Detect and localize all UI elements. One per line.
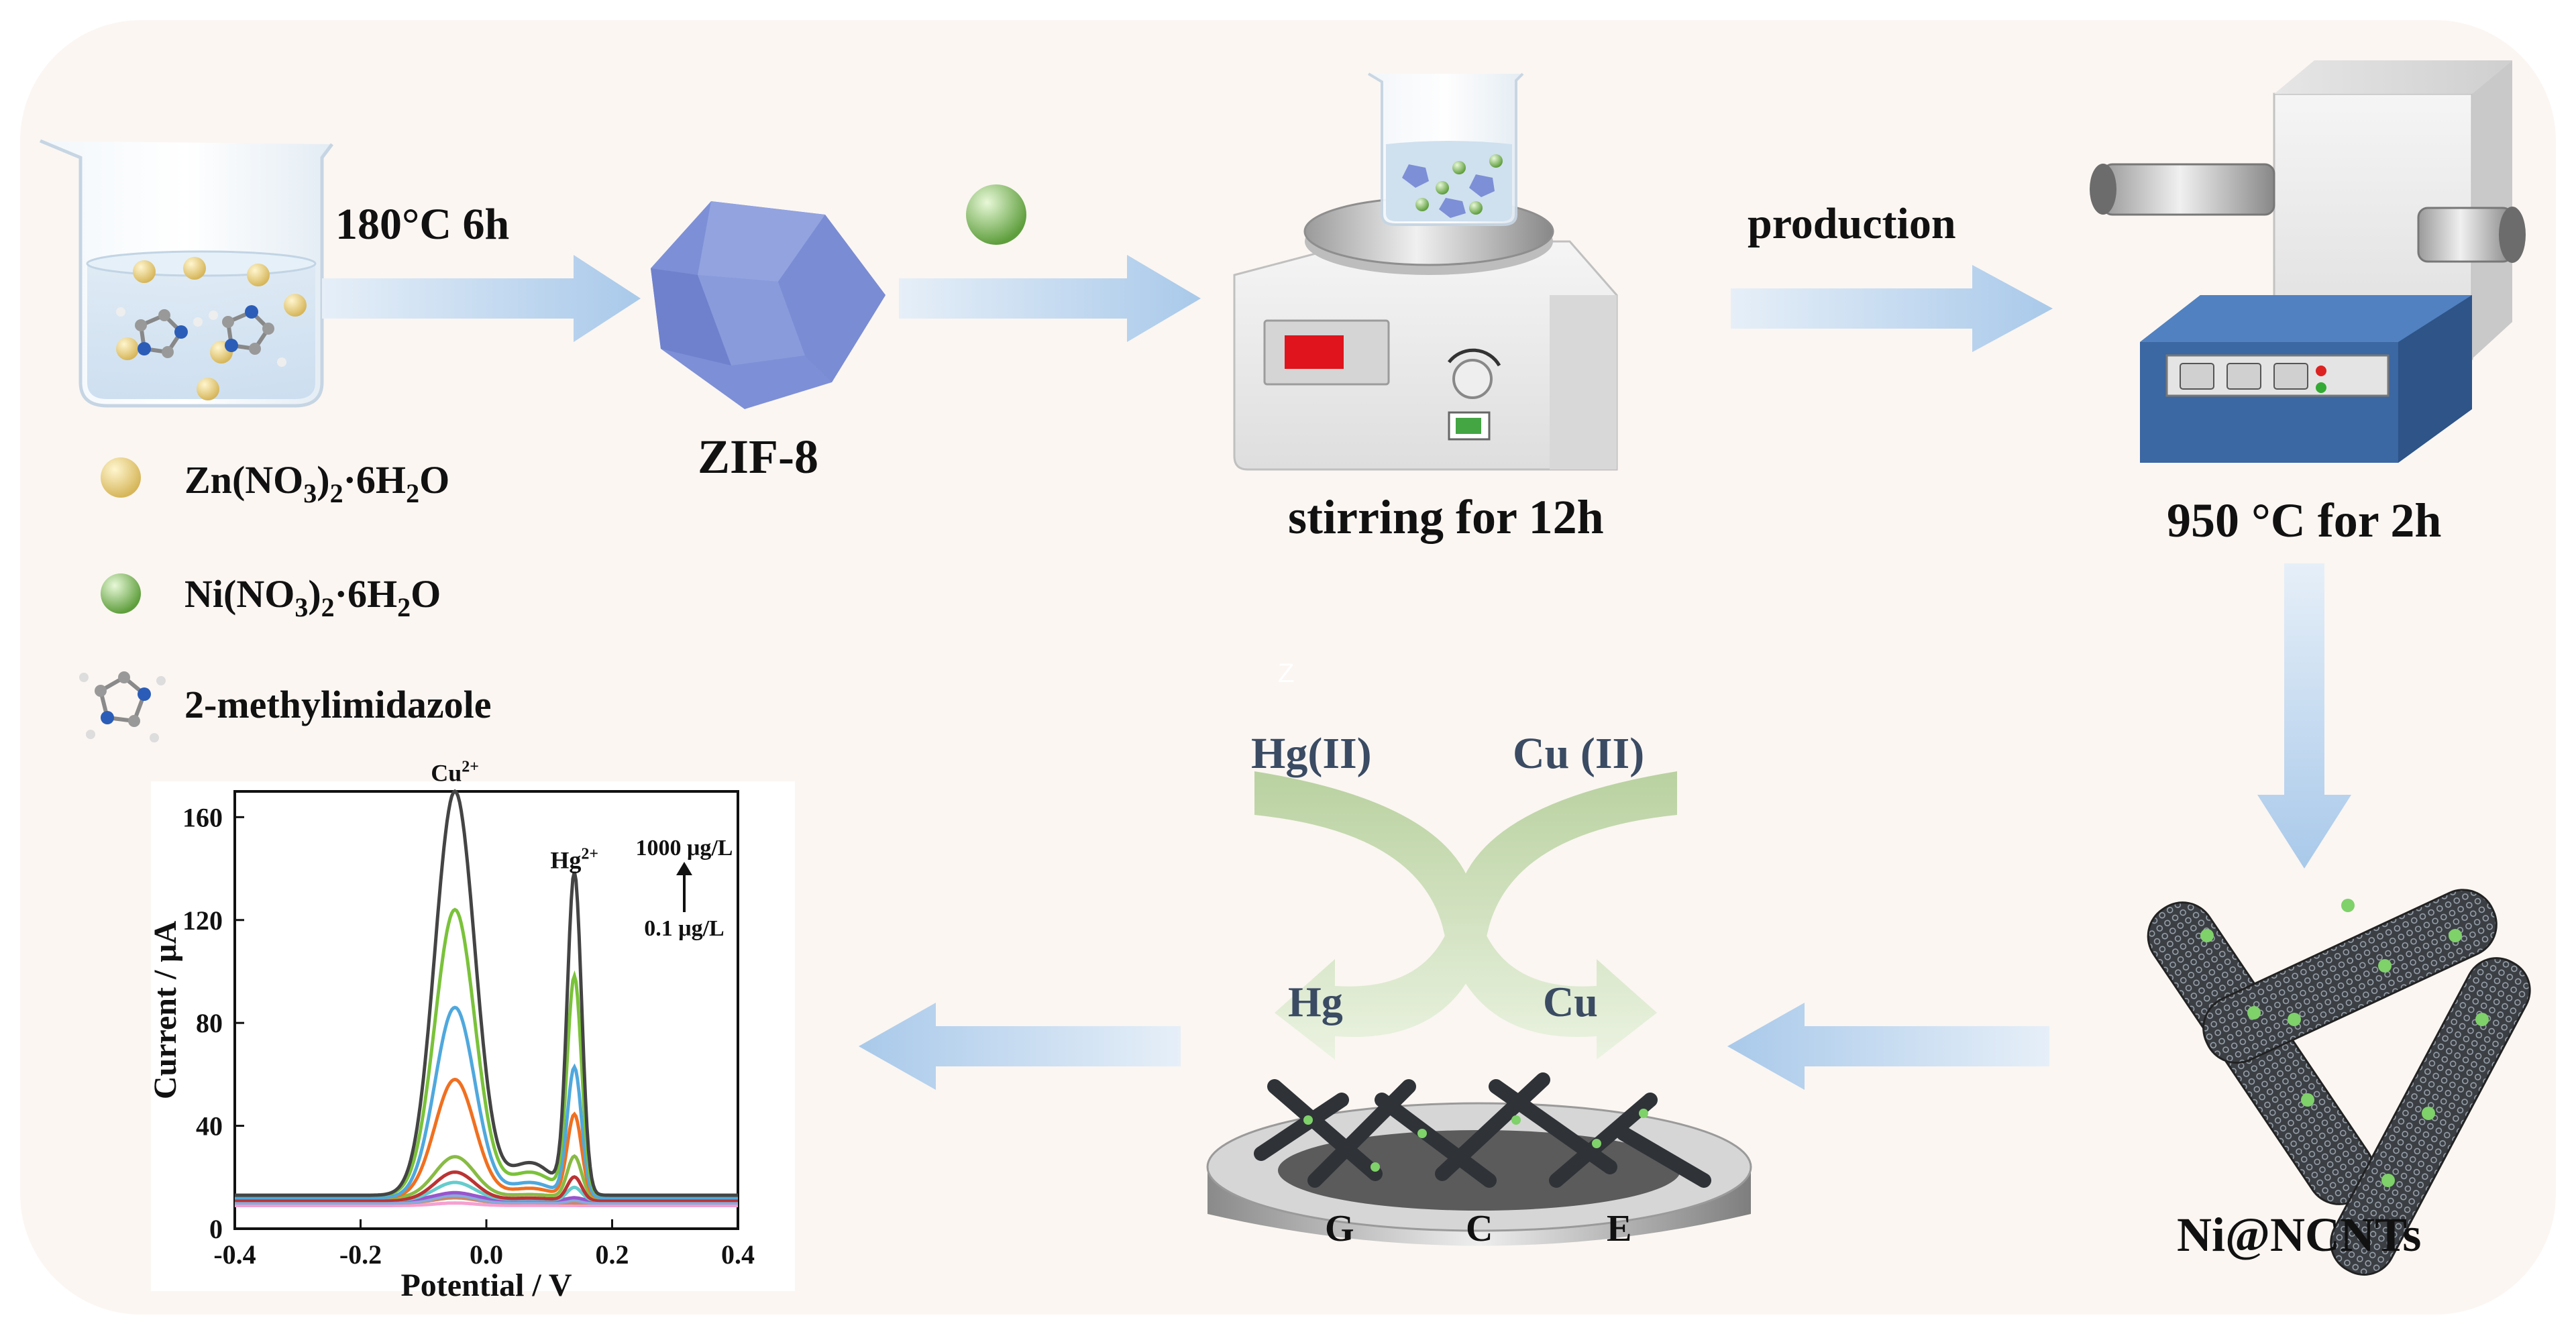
production-label: production [1748, 199, 1956, 248]
legend-zn-nitrate: Zn(NO3)2·6H2O [184, 458, 449, 508]
step1-condition: 180°C 6h [335, 200, 509, 249]
x-tick-label: -0.4 [213, 1239, 256, 1270]
ni-ion-ball [966, 184, 1026, 245]
arrow-to-stirrer [899, 255, 1201, 342]
legend-methylimidazole: 2-methylimidazole [184, 683, 491, 726]
x-tick-label: -0.2 [339, 1239, 382, 1270]
cv-curve [235, 789, 738, 1197]
legend: Zn(NO3)2·6H2O Ni(NO3)2·6H2O 2-methylimid… [79, 457, 491, 742]
y-tick-label: 160 [182, 802, 223, 832]
cu-ii-label: Cu (II) [1513, 729, 1644, 778]
electrode-letter-e: E [1607, 1208, 1631, 1249]
stray-mark: Z [1278, 659, 1294, 688]
magnetic-stirrer-icon [1233, 72, 1618, 471]
imidazole-legend-icon [79, 671, 166, 742]
zif8-crystal-icon [651, 201, 885, 409]
arrow-to-electrode [1727, 1003, 2049, 1090]
hg-label: Hg [1288, 978, 1343, 1025]
hg-ii-label: Hg(II) [1251, 729, 1372, 778]
y-tick-label: 120 [182, 905, 223, 936]
ni-ball-icon [101, 573, 141, 614]
ion-exchange-arrows [1254, 771, 1677, 1060]
electrode-letter-c: C [1466, 1208, 1493, 1249]
y-tick-label: 0 [209, 1214, 223, 1244]
arrow-to-zif8 [322, 255, 641, 342]
ni-ncnt-nanotubes-icon [2147, 889, 2531, 1276]
y-tick-label: 40 [196, 1111, 223, 1142]
x-tick-label: 0.4 [721, 1239, 755, 1270]
product-label: Ni@NCNTs [2177, 1208, 2421, 1262]
x-tick-label: 0.2 [596, 1239, 629, 1270]
electrode-letter-g: G [1325, 1208, 1354, 1249]
x-tick-label: 0.0 [470, 1239, 503, 1270]
range-arrow-head [676, 862, 692, 875]
range-bottom-label: 0.1 μg/L [644, 916, 724, 941]
electrode-nanotube-coating [1254, 1072, 1711, 1188]
furnace-label: 950 °C for 2h [2167, 494, 2441, 547]
stirring-label: stirring for 12h [1288, 490, 1604, 544]
arrow-to-furnace [1731, 265, 2053, 352]
legend-ni-nitrate: Ni(NO3)2·6H2O [184, 572, 441, 622]
precursor-beaker [40, 139, 333, 408]
x-axis-label: Potential / V [400, 1268, 572, 1303]
cv-curve [235, 1193, 738, 1205]
arrow-to-chart [859, 1003, 1181, 1090]
peak-label: Hg2+ [550, 846, 598, 874]
imidazole-molecule-icon [116, 305, 286, 367]
gce-electrode-icon: G C E [1206, 1072, 1752, 1249]
cv-curve [235, 1170, 738, 1203]
peak-label: Cu2+ [431, 758, 479, 786]
cv-curve [235, 1005, 738, 1200]
cv-curve [235, 1201, 738, 1207]
tube-furnace-icon [2090, 60, 2526, 463]
y-tick-label: 80 [196, 1008, 223, 1038]
range-top-label: 1000 μg/L [636, 836, 733, 860]
y-axis-label: Current / μA [148, 921, 183, 1100]
cu-label: Cu [1543, 978, 1598, 1025]
zn-ball-icon [101, 457, 141, 498]
zif8-label: ZIF-8 [698, 430, 818, 484]
arrow-to-nanotubes [2257, 563, 2351, 869]
